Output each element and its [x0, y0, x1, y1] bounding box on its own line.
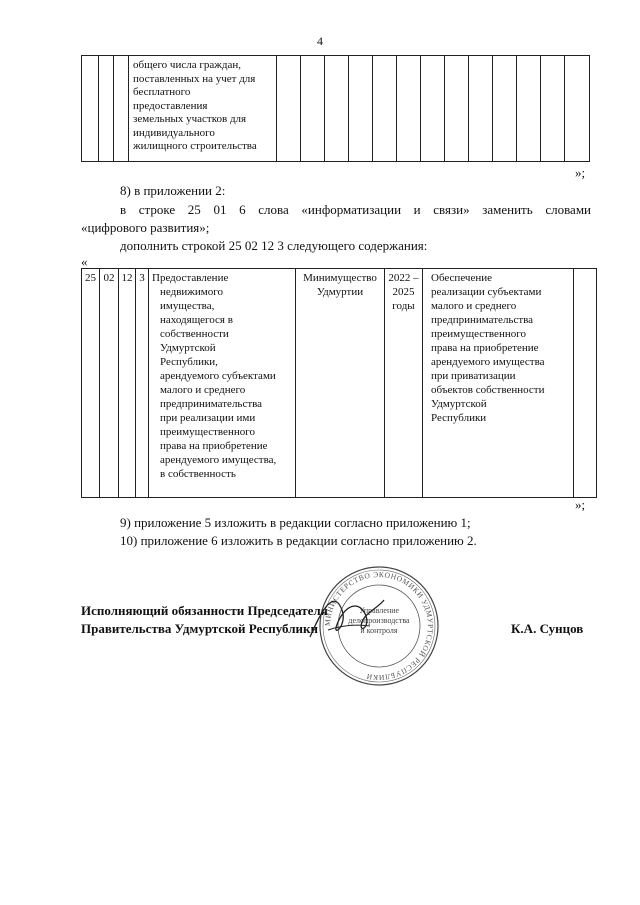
replace-line-cont: «цифрового развития»;: [81, 220, 210, 235]
closing-quote: »;: [575, 497, 586, 512]
continuation-table: общего числа граждан, поставленных на уч…: [81, 55, 590, 162]
text-line: 2022 –: [388, 272, 419, 284]
text-line: бесплатного: [133, 86, 191, 98]
table-cell: [573, 268, 597, 498]
table-cell: [300, 55, 325, 162]
text-line: реализации субъектами: [431, 286, 542, 298]
text-line: имущества,: [160, 300, 215, 312]
text-line: Удмуртской: [431, 398, 487, 410]
result-cell: Обеспечение реализации субъектами малого…: [422, 268, 574, 498]
text-line: в собственность: [160, 468, 236, 480]
table-cell: [516, 55, 541, 162]
item-10: 10) приложение 6 изложить в редакции сог…: [120, 533, 477, 548]
table-cell: [372, 55, 397, 162]
item-8: 8) в приложении 2:: [120, 183, 226, 198]
table-cell: [348, 55, 373, 162]
code-cell: 25: [81, 268, 100, 498]
item-9: 9) приложение 5 изложить в редакции согл…: [120, 515, 471, 530]
executor-cell: Минимущество Удмуртии: [295, 268, 385, 498]
table-cell: [324, 55, 349, 162]
text-line: при реализации ими: [160, 412, 256, 424]
table-cell: [540, 55, 565, 162]
table-cell: [564, 55, 590, 162]
add-line: дополнить строкой 25 02 12 3 следующего …: [120, 238, 428, 253]
text-line: годы: [392, 300, 415, 312]
new-row-table: 25 02 12 3 Предоставление недвижимого им…: [81, 268, 597, 498]
name-cell: Предоставление недвижимого имущества, на…: [148, 268, 296, 498]
table-cell: [444, 55, 469, 162]
text-line: при приватизации: [431, 370, 516, 382]
text-line: Удмуртии: [316, 286, 364, 298]
text-line: Минимущество: [303, 272, 377, 284]
text-line: арендуемого имущества: [431, 356, 545, 368]
svg-text:делопроизводства: делопроизводства: [348, 616, 410, 625]
table-cell: [276, 55, 301, 162]
table-cell: [468, 55, 493, 162]
text-line: Предоставление: [152, 272, 229, 284]
text-line: собственности: [160, 328, 229, 340]
text-line: поставленных на учет для: [133, 72, 256, 85]
text-line: малого и среднего: [160, 384, 246, 396]
page-number: 4: [317, 34, 323, 48]
opening-quote: «: [81, 254, 88, 269]
signature-title-line2: Правительства Удмуртской Республики: [81, 621, 318, 636]
text-line: права на приобретение: [431, 342, 539, 354]
text-line: общего числа граждан,: [133, 59, 241, 71]
text-line: Республики,: [160, 356, 218, 368]
text-line: жилищного строительства: [133, 140, 257, 152]
text-line: Обеспечение: [431, 272, 492, 284]
table-cell: [492, 55, 517, 162]
text-line: предпринимательства: [160, 398, 263, 410]
closing-quote: »;: [575, 165, 586, 180]
text-line: 2025: [392, 286, 415, 298]
text-line: права на приобретение: [160, 440, 268, 452]
text-line: предпринимательства: [431, 314, 534, 326]
code-cell: 02: [99, 268, 119, 498]
table-cell: [396, 55, 421, 162]
text-line: объектов собственности: [431, 384, 545, 396]
svg-text:Управление: Управление: [359, 606, 400, 615]
text-line: находящегося в: [160, 314, 233, 326]
svg-text:и контроля: и контроля: [360, 626, 398, 635]
table-cell: [420, 55, 445, 162]
text-line: Республики: [431, 412, 487, 424]
table-cell: [113, 55, 129, 162]
text-line: преимущественного: [431, 328, 526, 340]
text-line: преимущественного: [160, 426, 255, 438]
text-line: арендуемого субъектами: [160, 370, 276, 382]
signature-title-line1: Исполняющий обязанности Председателя: [81, 603, 328, 618]
signatory-name: К.А. Сунцов: [511, 621, 584, 636]
text-line: индивидуального: [133, 126, 215, 139]
code-cell: 12: [118, 268, 136, 498]
text-line: предоставления: [133, 99, 208, 112]
period-cell: 2022 – 2025 годы: [384, 268, 423, 498]
replace-line: в строке 25 01 6 слова «информатизации и…: [120, 202, 591, 217]
handwritten-signature: [309, 599, 385, 638]
text-line: земельных участков для: [133, 113, 247, 125]
table-cell: [98, 55, 114, 162]
table-cell: [81, 55, 99, 162]
table-cell-text: общего числа граждан, поставленных на уч…: [128, 55, 277, 162]
text-line: малого и среднего: [431, 300, 517, 312]
code-cell: 3: [135, 268, 149, 498]
text-line: недвижимого: [160, 286, 223, 298]
text-line: арендуемого имущества,: [160, 454, 277, 466]
text-line: Удмуртской: [160, 342, 216, 354]
